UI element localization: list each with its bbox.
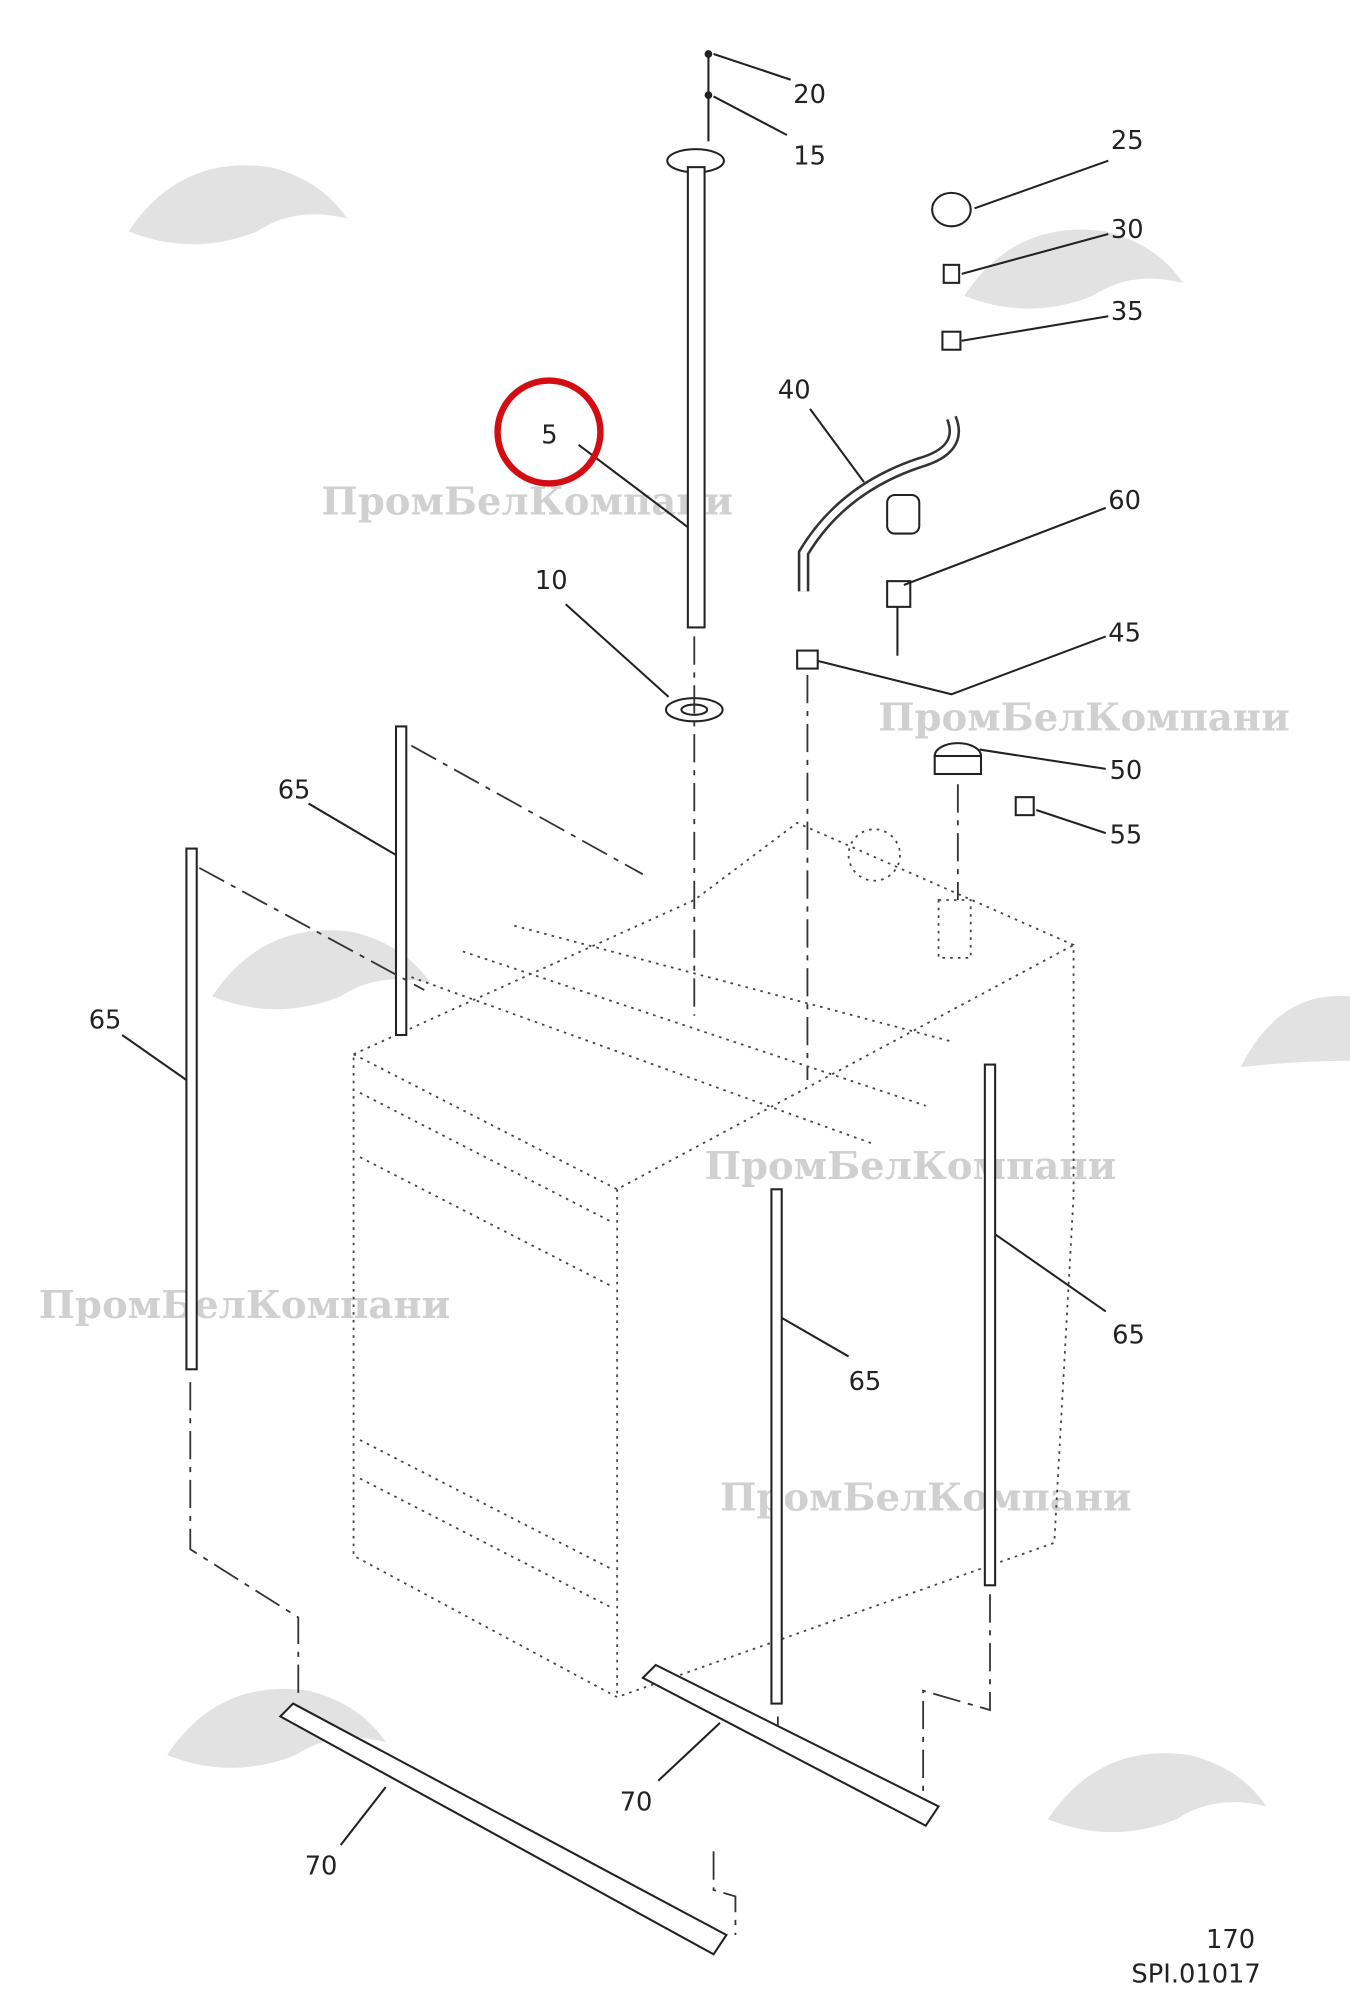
callouts: 20 15 25 30 35 40 60 45 50 55 5 10 65 65…	[89, 80, 1145, 1882]
tie-rods	[185, 725, 997, 1936]
callout-25: 25	[1111, 126, 1144, 156]
callout-65: 65	[278, 775, 311, 805]
leader-lines	[121, 53, 1109, 1846]
watermarks: ПромБелКомпани ПромБелКомпани ПромБелКом…	[39, 165, 1350, 1833]
callout-70: 70	[620, 1787, 653, 1817]
drawing-code: SPI.01017	[1131, 1960, 1260, 1990]
callout-10: 10	[535, 566, 568, 596]
callout-5: 5	[541, 421, 557, 451]
callout-45: 45	[1108, 619, 1141, 649]
callout-40: 40	[778, 376, 811, 406]
watermark-text: ПромБелКомпани	[321, 479, 733, 524]
callout-50: 50	[1110, 756, 1143, 786]
callout-55: 55	[1110, 820, 1143, 850]
callout-65: 65	[849, 1367, 882, 1397]
highlight-circle	[494, 377, 604, 487]
dipstick-tube	[664, 50, 725, 1016]
fuel-tank	[352, 821, 1075, 1699]
watermark-text: ПромБелКомпани	[720, 1476, 1132, 1521]
callout-65: 65	[89, 1006, 122, 1036]
callout-70: 70	[305, 1852, 338, 1882]
watermark-text: ПромБелКомпани	[878, 695, 1290, 740]
watermark-text: ПромБелКомпани	[39, 1283, 451, 1328]
callout-65: 65	[1112, 1321, 1145, 1351]
callout-15: 15	[793, 142, 826, 172]
callout-35: 35	[1111, 297, 1144, 327]
callout-30: 30	[1111, 215, 1144, 245]
page-number: 170	[1206, 1925, 1255, 1955]
callout-20: 20	[793, 80, 826, 110]
straps	[278, 1663, 941, 1956]
panther-logo-icon	[128, 165, 1350, 1833]
callout-60: 60	[1108, 486, 1141, 516]
watermark-text: ПромБелКомпани	[705, 1144, 1117, 1189]
breather-assembly	[796, 191, 1035, 1080]
